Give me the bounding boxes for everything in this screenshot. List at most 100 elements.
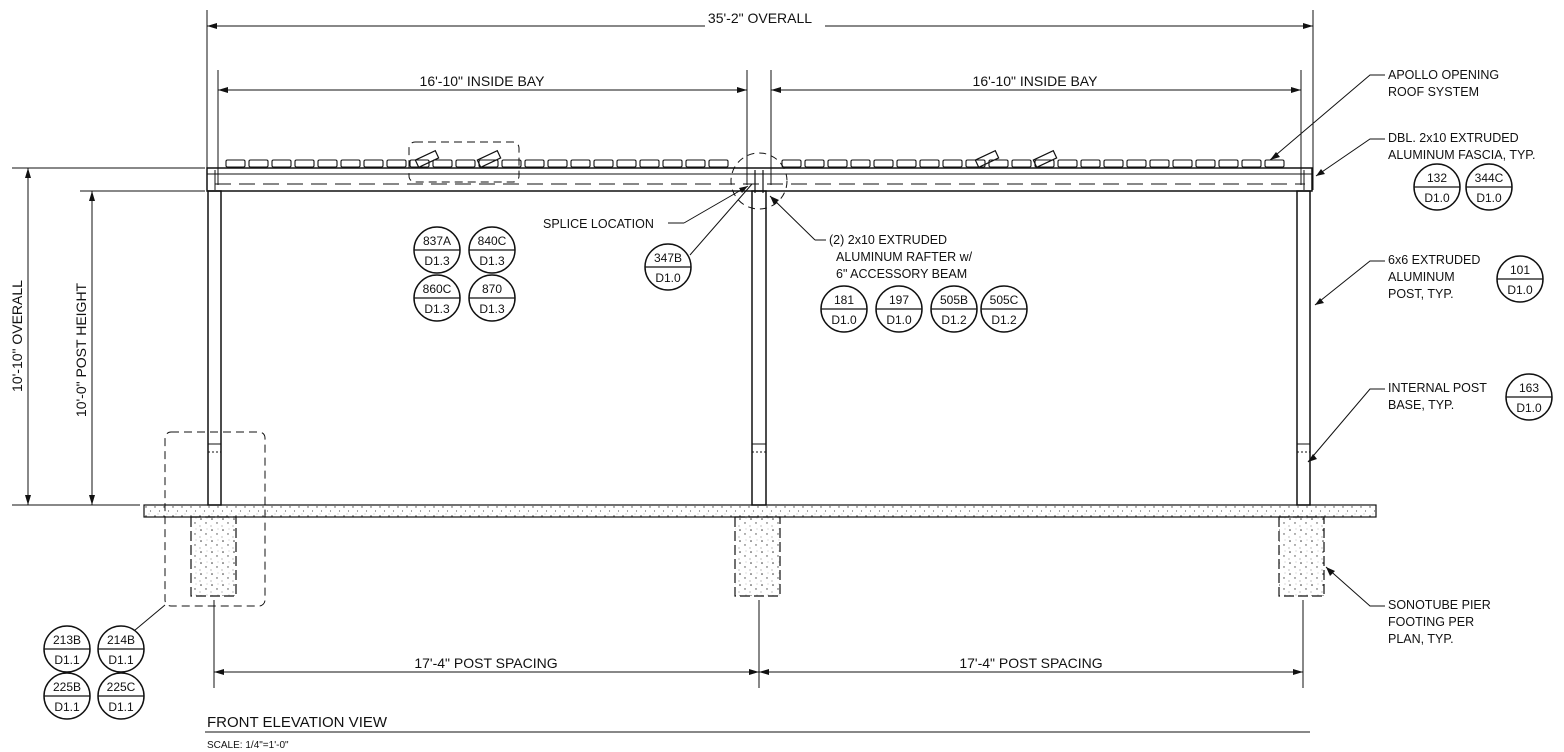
louver-blade [1218,159,1239,168]
post-bases [208,443,1310,453]
louver-blade [524,159,545,168]
detail-number: 870 [482,282,502,296]
svg-text:INTERNAL POST: INTERNAL POST [1388,381,1487,395]
detail-number: 347B [654,251,682,265]
detail-sheet: D1.3 [424,302,450,316]
louver-blade [1149,159,1170,168]
note-splice: SPLICE LOCATION [543,183,753,256]
fascia-beam [206,167,1313,192]
post-right [1296,190,1311,506]
svg-text:ROOF SYSTEM: ROOF SYSTEM [1388,85,1479,99]
svg-text:DBL. 2x10 EXTRUDED: DBL. 2x10 EXTRUDED [1388,131,1519,145]
louver-blade [942,159,963,168]
view-scale: SCALE: 1/4"=1'-0" [207,740,289,751]
louver-blade [988,159,1009,168]
louver-blade [1172,159,1193,168]
detail-number: 197 [889,293,909,307]
height-dimensions: 10'-10" OVERALL 10'-0" POST HEIGHT [9,167,205,506]
louver-blade [593,159,614,168]
detail-number: 840C [478,234,507,248]
louver-blade [616,159,637,168]
detail-sheet: D1.1 [108,700,134,714]
post-spacing-dimensions: 17'-4" POST SPACING 17'-4" POST SPACING [213,600,1304,688]
detail-sheet: D1.3 [479,254,505,268]
bay-left-label: 16'-10" INSIDE BAY [420,73,546,89]
detail-sheet: D1.1 [54,653,80,667]
inside-bay-dimensions: 16'-10" INSIDE BAY 16'-10" INSIDE BAY [217,70,1302,185]
louver-detail-box [408,141,520,183]
concrete-slab [143,504,1377,518]
overall-height-label: 10'-10" OVERALL [9,280,25,392]
detail-number: 837A [423,234,451,248]
detail-sheet: D1.0 [1507,283,1533,297]
louver-blade [1195,159,1216,168]
sonotube-piers [190,516,1325,597]
tilted-louver [414,149,1058,169]
louver-blade [639,159,660,168]
louver-blade [1241,159,1262,168]
svg-text:FOOTING PER: FOOTING PER [1388,615,1474,629]
detail-tag-bubble: 840C D1.3 [468,226,516,274]
louver-blade [1057,159,1078,168]
louver-blade [827,159,848,168]
note-footing: SONOTUBE PIER FOOTING PER PLAN, TYP. [1325,566,1491,646]
detail-sheet: D1.1 [54,700,80,714]
louver-blade [317,159,338,168]
svg-text:POST, TYP.: POST, TYP. [1388,287,1454,301]
detail-number: 505B [940,293,968,307]
detail-number: 213B [53,633,81,647]
louver-blade [804,159,825,168]
detail-tag-bubble: 213B D1.1 [43,625,91,673]
post-height-label: 10'-0" POST HEIGHT [73,282,89,417]
note-roof-system: APOLLO OPENING ROOF SYSTEM [1269,68,1499,161]
detail-sheet: D1.2 [991,313,1017,327]
detail-number: 344C [1475,171,1504,185]
detail-number: 505C [990,293,1019,307]
svg-text:APOLLO OPENING: APOLLO OPENING [1388,68,1499,82]
detail-sheet: D1.3 [479,302,505,316]
detail-number: 101 [1510,263,1530,277]
louver-blade [455,159,476,168]
detail-number: 181 [834,293,854,307]
detail-number: 163 [1519,381,1539,395]
note-fascia: DBL. 2x10 EXTRUDED ALUMINUM FASCIA, TYP. [1315,131,1536,177]
louver-blade [570,159,591,168]
detail-sheet: D1.0 [1516,401,1542,415]
louver-blade [1264,159,1285,168]
louver-blade [248,159,269,168]
svg-text:ALUMINUM RAFTER w/: ALUMINUM RAFTER w/ [836,250,973,264]
louver-blade [873,159,894,168]
bay-right-label: 16'-10" INSIDE BAY [973,73,1099,89]
post-left [207,190,222,506]
overall-width-label: 35'-2" OVERALL [708,10,812,26]
louver-blade [363,159,384,168]
splice-detail-circle [730,152,788,210]
svg-text:SPLICE LOCATION: SPLICE LOCATION [543,217,654,231]
roof-louvers [225,141,1285,183]
detail-tag-bubble: 837A D1.3 [413,226,461,274]
louver-blade [225,159,246,168]
louver-blade [501,159,522,168]
louver-blade [850,159,871,168]
detail-number: 214B [107,633,135,647]
detail-sheet: D1.3 [424,254,450,268]
post-center [751,190,767,506]
detail-sheet: D1.0 [886,313,912,327]
svg-text:6x6 EXTRUDED: 6x6 EXTRUDED [1388,253,1480,267]
louver-blade [1080,159,1101,168]
louver-blade [340,159,361,168]
detail-sheet: D1.0 [1424,191,1450,205]
detail-tags: 837AD1.3840CD1.3860CD1.3870D1.3347BD1.01… [43,163,1553,720]
